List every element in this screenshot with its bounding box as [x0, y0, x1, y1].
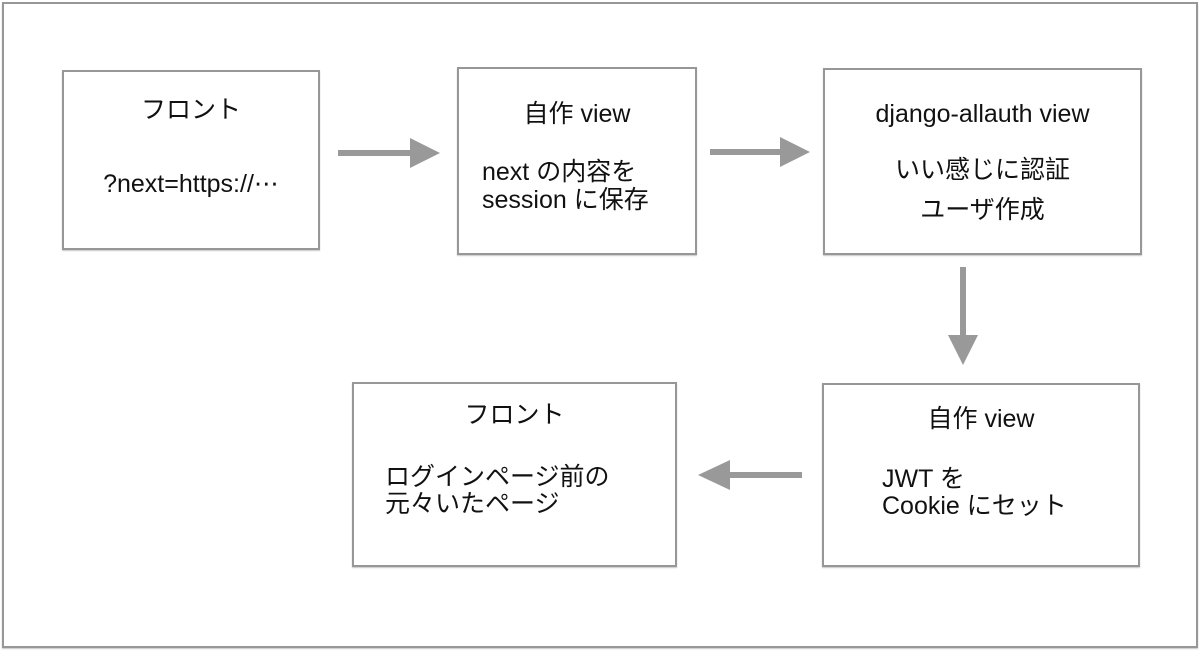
- node-django-allauth-view: django-allauth view いい感じに認証 ユーザ作成: [823, 68, 1142, 255]
- arrow-down-icon: [948, 267, 978, 365]
- node-title: django-allauth view: [875, 100, 1090, 128]
- arrow-left-icon: [698, 460, 802, 490]
- node-custom-view-set-jwt: 自作 view JWT を Cookie にセット: [822, 383, 1140, 567]
- node-title: フロント: [140, 96, 241, 124]
- node-text: いい感じに認証: [894, 156, 1070, 184]
- node-text: ログインページ前の: [385, 463, 610, 491]
- node-text: ユーザ作成: [920, 196, 1045, 224]
- arrow-right-icon: [338, 138, 440, 168]
- node-text: Cookie にセット: [882, 492, 1067, 520]
- node-text: 元々いたページ: [385, 490, 560, 518]
- node-title: フロント: [464, 401, 565, 429]
- node-custom-view-save-next: 自作 view next の内容を session に保存: [457, 67, 697, 255]
- node-text: JWT を: [882, 465, 965, 493]
- node-title: 自作 view: [927, 405, 1035, 433]
- node-title: 自作 view: [523, 100, 631, 128]
- node-text: next の内容を: [482, 158, 637, 186]
- arrow-right-icon: [710, 137, 810, 167]
- node-text: ?next=https://⋯: [103, 170, 279, 198]
- node-front-start: フロント ?next=https://⋯: [62, 70, 320, 250]
- node-front-return: フロント ログインページ前の 元々いたページ: [352, 382, 677, 567]
- node-text: session に保存: [482, 186, 649, 214]
